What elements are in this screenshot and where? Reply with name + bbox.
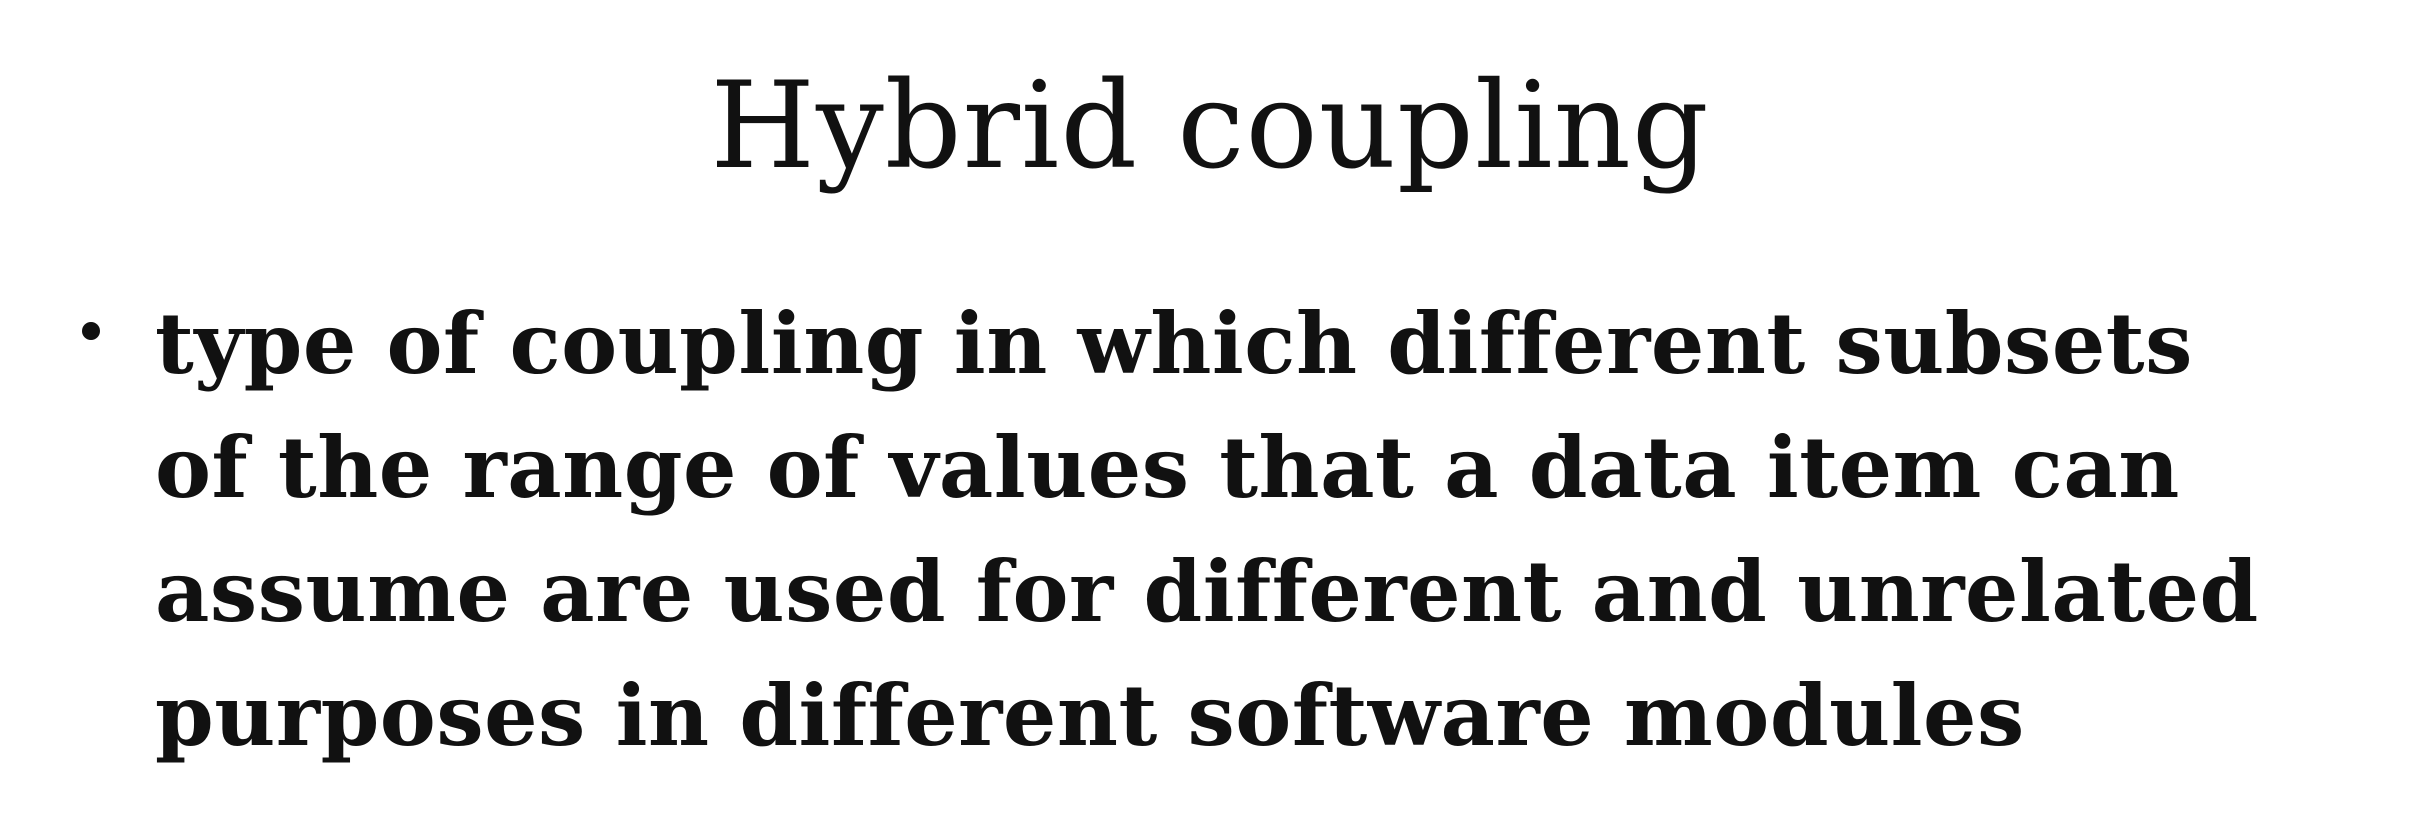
bullet-text-line-3: assume are used for different and unrela…: [155, 542, 2259, 641]
bullet-text-line-1: type of coupling in which different subs…: [155, 294, 2193, 393]
slide-title: Hybrid coupling: [710, 57, 1710, 196]
bullet-list: type of coupling in which different subs…: [60, 282, 2390, 778]
bullet-text-line-2: of the range of values that a data item …: [155, 418, 2180, 517]
bullet-point-icon: [82, 322, 100, 340]
bullet-text-line-4: purposes in different software modules: [155, 666, 2025, 765]
bullet-item: type of coupling in which different subs…: [60, 282, 2390, 778]
